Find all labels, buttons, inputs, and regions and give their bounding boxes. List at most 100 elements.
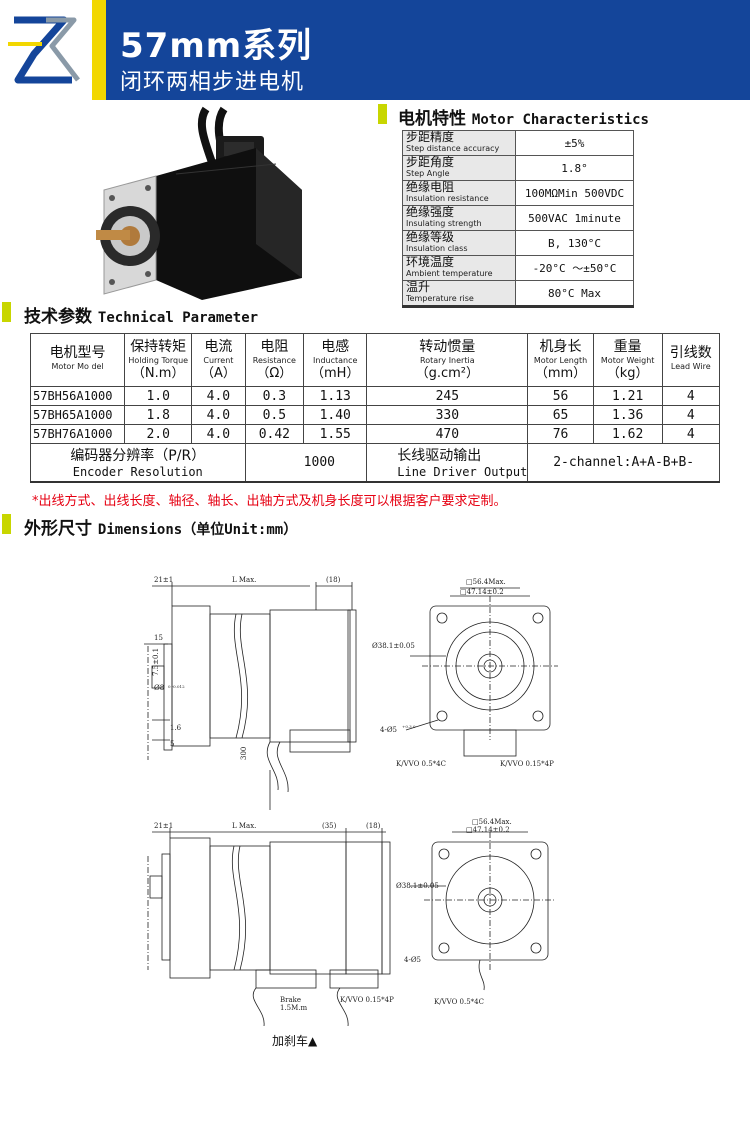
- section-marker: [378, 104, 387, 124]
- characteristic-label-zh: 绝缘强度: [406, 205, 455, 219]
- encoder-value: 1000: [303, 443, 368, 483]
- characteristic-label-zh: 绝缘等级: [406, 230, 455, 244]
- driver-output-label: 长线驱动输出 Line Driver Output: [366, 443, 529, 483]
- column-header-zh: 保持转矩: [130, 338, 187, 355]
- dim-flat-h: 7.5±0.1: [152, 648, 160, 676]
- encoder-row: 编码器分辨率（P/R） Encoder Resolution 1000 长线驱动…: [30, 443, 720, 483]
- column-header-unit: （mH）: [311, 365, 360, 381]
- table-cell: 245: [366, 386, 529, 406]
- column-header-en: Motor Length: [533, 355, 588, 365]
- table-cell: 4.0: [191, 386, 246, 406]
- banner-accent: [92, 0, 106, 100]
- brand-logo: [0, 0, 92, 100]
- column-header-zh: 引线数: [669, 345, 712, 361]
- table-cell: 4: [661, 386, 721, 406]
- dim-cable1-b: K/VVO 0.5*4C: [434, 998, 484, 1006]
- dim-pilot: Ø38.1±0.05: [372, 642, 415, 650]
- characteristic-value: -20°C ～±50°C: [515, 255, 634, 281]
- characteristic-value: ±5%: [515, 130, 634, 156]
- column-header-zh: 电机型号: [49, 345, 106, 361]
- header-banner: [0, 0, 750, 100]
- dim-cable2: K/VVO 0.15*4P: [500, 760, 554, 768]
- characteristic-label-zh: 步距精度: [406, 130, 455, 144]
- section-marker: [2, 302, 11, 322]
- dim-flat-len: 15: [154, 634, 163, 642]
- column-header-zh: 电感: [321, 338, 350, 355]
- table-cell: 2.0: [124, 424, 193, 444]
- column-header-unit: （N.m）: [131, 365, 185, 381]
- section-marker: [2, 514, 11, 534]
- dim-16: 1.6: [170, 724, 182, 732]
- dim-hole-pitch: □47.14±0.2: [460, 588, 504, 596]
- table-cell: 56: [527, 386, 594, 406]
- column-header-en: Inductance: [313, 355, 358, 365]
- zk-logo-icon: [8, 16, 80, 84]
- dim-pilot-2: Ø38.1±0.05: [396, 882, 439, 890]
- dimensions-heading: 外形尺寸 Dimensions（单位Unit:mm）: [24, 519, 298, 539]
- characteristic-label-en: Temperature rise: [406, 294, 474, 303]
- table-cell: 0.5: [244, 405, 305, 425]
- dim-shaft-ext: 21±1: [154, 576, 173, 584]
- characteristic-label-en: Insulating strength: [406, 219, 482, 228]
- model-cell: 57BH76A1000: [29, 424, 126, 444]
- table-cell: 1.8: [124, 405, 193, 425]
- table-cell: 0.3: [244, 386, 305, 406]
- table-cell: 65: [527, 405, 594, 425]
- dim-rear-2: (18): [366, 822, 381, 830]
- encoder-value-spacer: [244, 443, 304, 483]
- side-view-standard: [135, 582, 357, 810]
- dim-flange: □56.4Max.: [466, 578, 506, 586]
- characteristic-value: 100MΩMin 500VDC: [515, 180, 634, 206]
- dim-brake: Brake: [280, 996, 301, 1004]
- column-header-en: Motor Mo del: [51, 362, 104, 371]
- characteristic-label-en: Insulation class: [406, 244, 468, 253]
- dim-shaft-ext-2: 21±1: [154, 822, 173, 830]
- dim-brake-cable: 1.5M.m: [280, 1004, 308, 1012]
- characteristic-label-en: Step Angle: [406, 169, 450, 178]
- table-cell: 4.0: [191, 424, 246, 444]
- end-view-brake: [410, 831, 556, 991]
- characteristic-label-zh: 环境温度: [406, 255, 455, 269]
- column-header-zh: 重量: [613, 338, 642, 355]
- table-cell: 1.36: [592, 405, 663, 425]
- column-header-zh: 电流: [204, 338, 233, 355]
- column-header-en: Holding Torque: [128, 355, 189, 365]
- column-header-unit: （g.cm²）: [415, 365, 480, 381]
- column-header-en: Current: [203, 355, 234, 365]
- column-header-zh: 转动惯量: [419, 338, 476, 355]
- dim-rear-brake: (35): [322, 822, 337, 830]
- characteristic-label-zh: 绝缘电阻: [406, 180, 455, 194]
- column-header-unit: （Ω）: [256, 365, 293, 381]
- column-header-en: Rotary Inertia: [420, 355, 475, 365]
- column-header-unit: （A）: [200, 365, 236, 381]
- characteristic-label-en: Step distance accuracy: [406, 144, 500, 153]
- customization-note: *出线方式、出线长度、轴径、轴长、出轴方式及机身长度可以根据客户要求定制。: [32, 494, 507, 509]
- side-view-brake: [147, 828, 391, 1027]
- dim-cable1: K/VVO 0.5*4C: [396, 760, 446, 768]
- model-cell: 57BH56A1000: [29, 386, 126, 406]
- table-cell: 0.42: [244, 424, 305, 444]
- dim-length: L Max.: [232, 576, 256, 584]
- characteristic-value: 80°C Max: [515, 280, 634, 308]
